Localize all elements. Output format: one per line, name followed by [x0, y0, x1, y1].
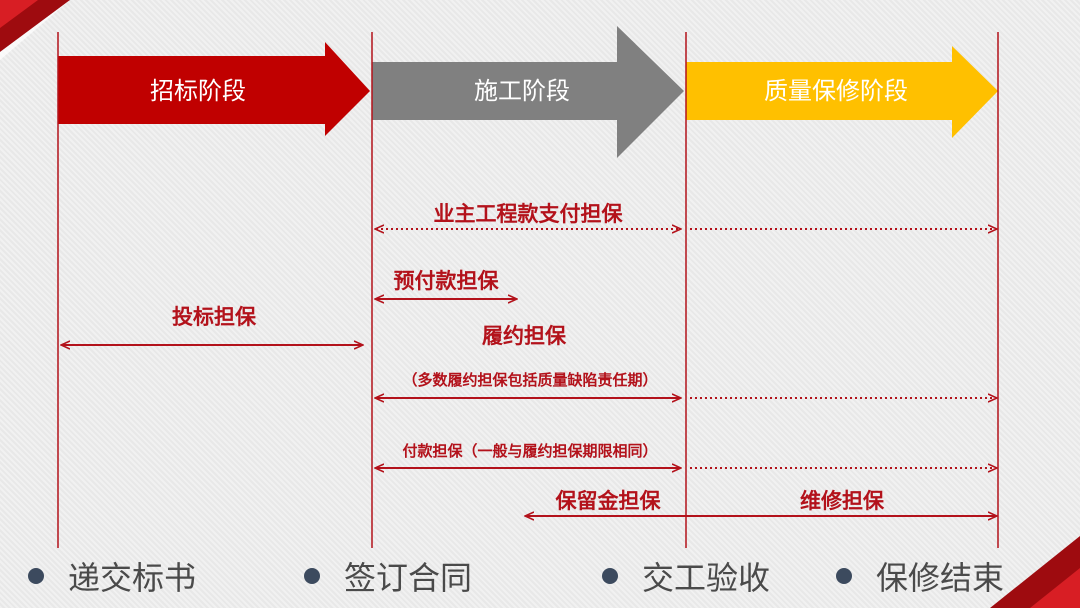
phase-arrow-warranty	[686, 46, 998, 138]
owner-payment-guarantee-label: 业主工程款支付担保	[433, 202, 623, 226]
milestone-label: 保修结束	[876, 559, 1005, 597]
phase-label-warranty: 质量保修阶段	[764, 77, 908, 105]
milestone-sign-contract: 签订合同	[304, 556, 473, 597]
bullet-dot	[602, 568, 618, 584]
bullet-dot	[304, 568, 320, 584]
bid-guarantee-label: 投标担保	[172, 305, 256, 329]
milestone-label: 交工验收	[642, 559, 771, 597]
phase-label-bidding: 招标阶段	[150, 77, 246, 105]
milestone-label: 签订合同	[344, 559, 473, 597]
performance-guarantee-note: （多数履约担保包括质量缺陷责任期）	[402, 371, 658, 389]
phase-label-construction: 施工阶段	[474, 77, 570, 105]
milestone-warranty-end: 保修结束	[836, 556, 1005, 597]
performance-guarantee-label: 履约担保	[482, 324, 566, 348]
payment-guarantee-label: 付款担保（一般与履约担保期限相同）	[402, 442, 658, 460]
maintenance-guarantee-label: 维修担保	[800, 489, 884, 513]
bullet-dot	[28, 568, 44, 584]
retention-guarantee-label: 保留金担保	[555, 489, 661, 513]
milestone-label: 递交标书	[68, 559, 197, 597]
bullet-dot	[836, 568, 852, 584]
advance-payment-guarantee-label: 预付款担保	[393, 269, 499, 293]
corner-decoration-bottom-right	[990, 536, 1080, 608]
phase-arrow-construction	[372, 26, 684, 158]
phase-arrow-bidding	[58, 42, 370, 136]
milestone-submit-bid: 递交标书	[28, 556, 197, 597]
corner-decoration-top-left	[0, 0, 70, 60]
milestone-completion-acceptance: 交工验收	[602, 556, 771, 597]
